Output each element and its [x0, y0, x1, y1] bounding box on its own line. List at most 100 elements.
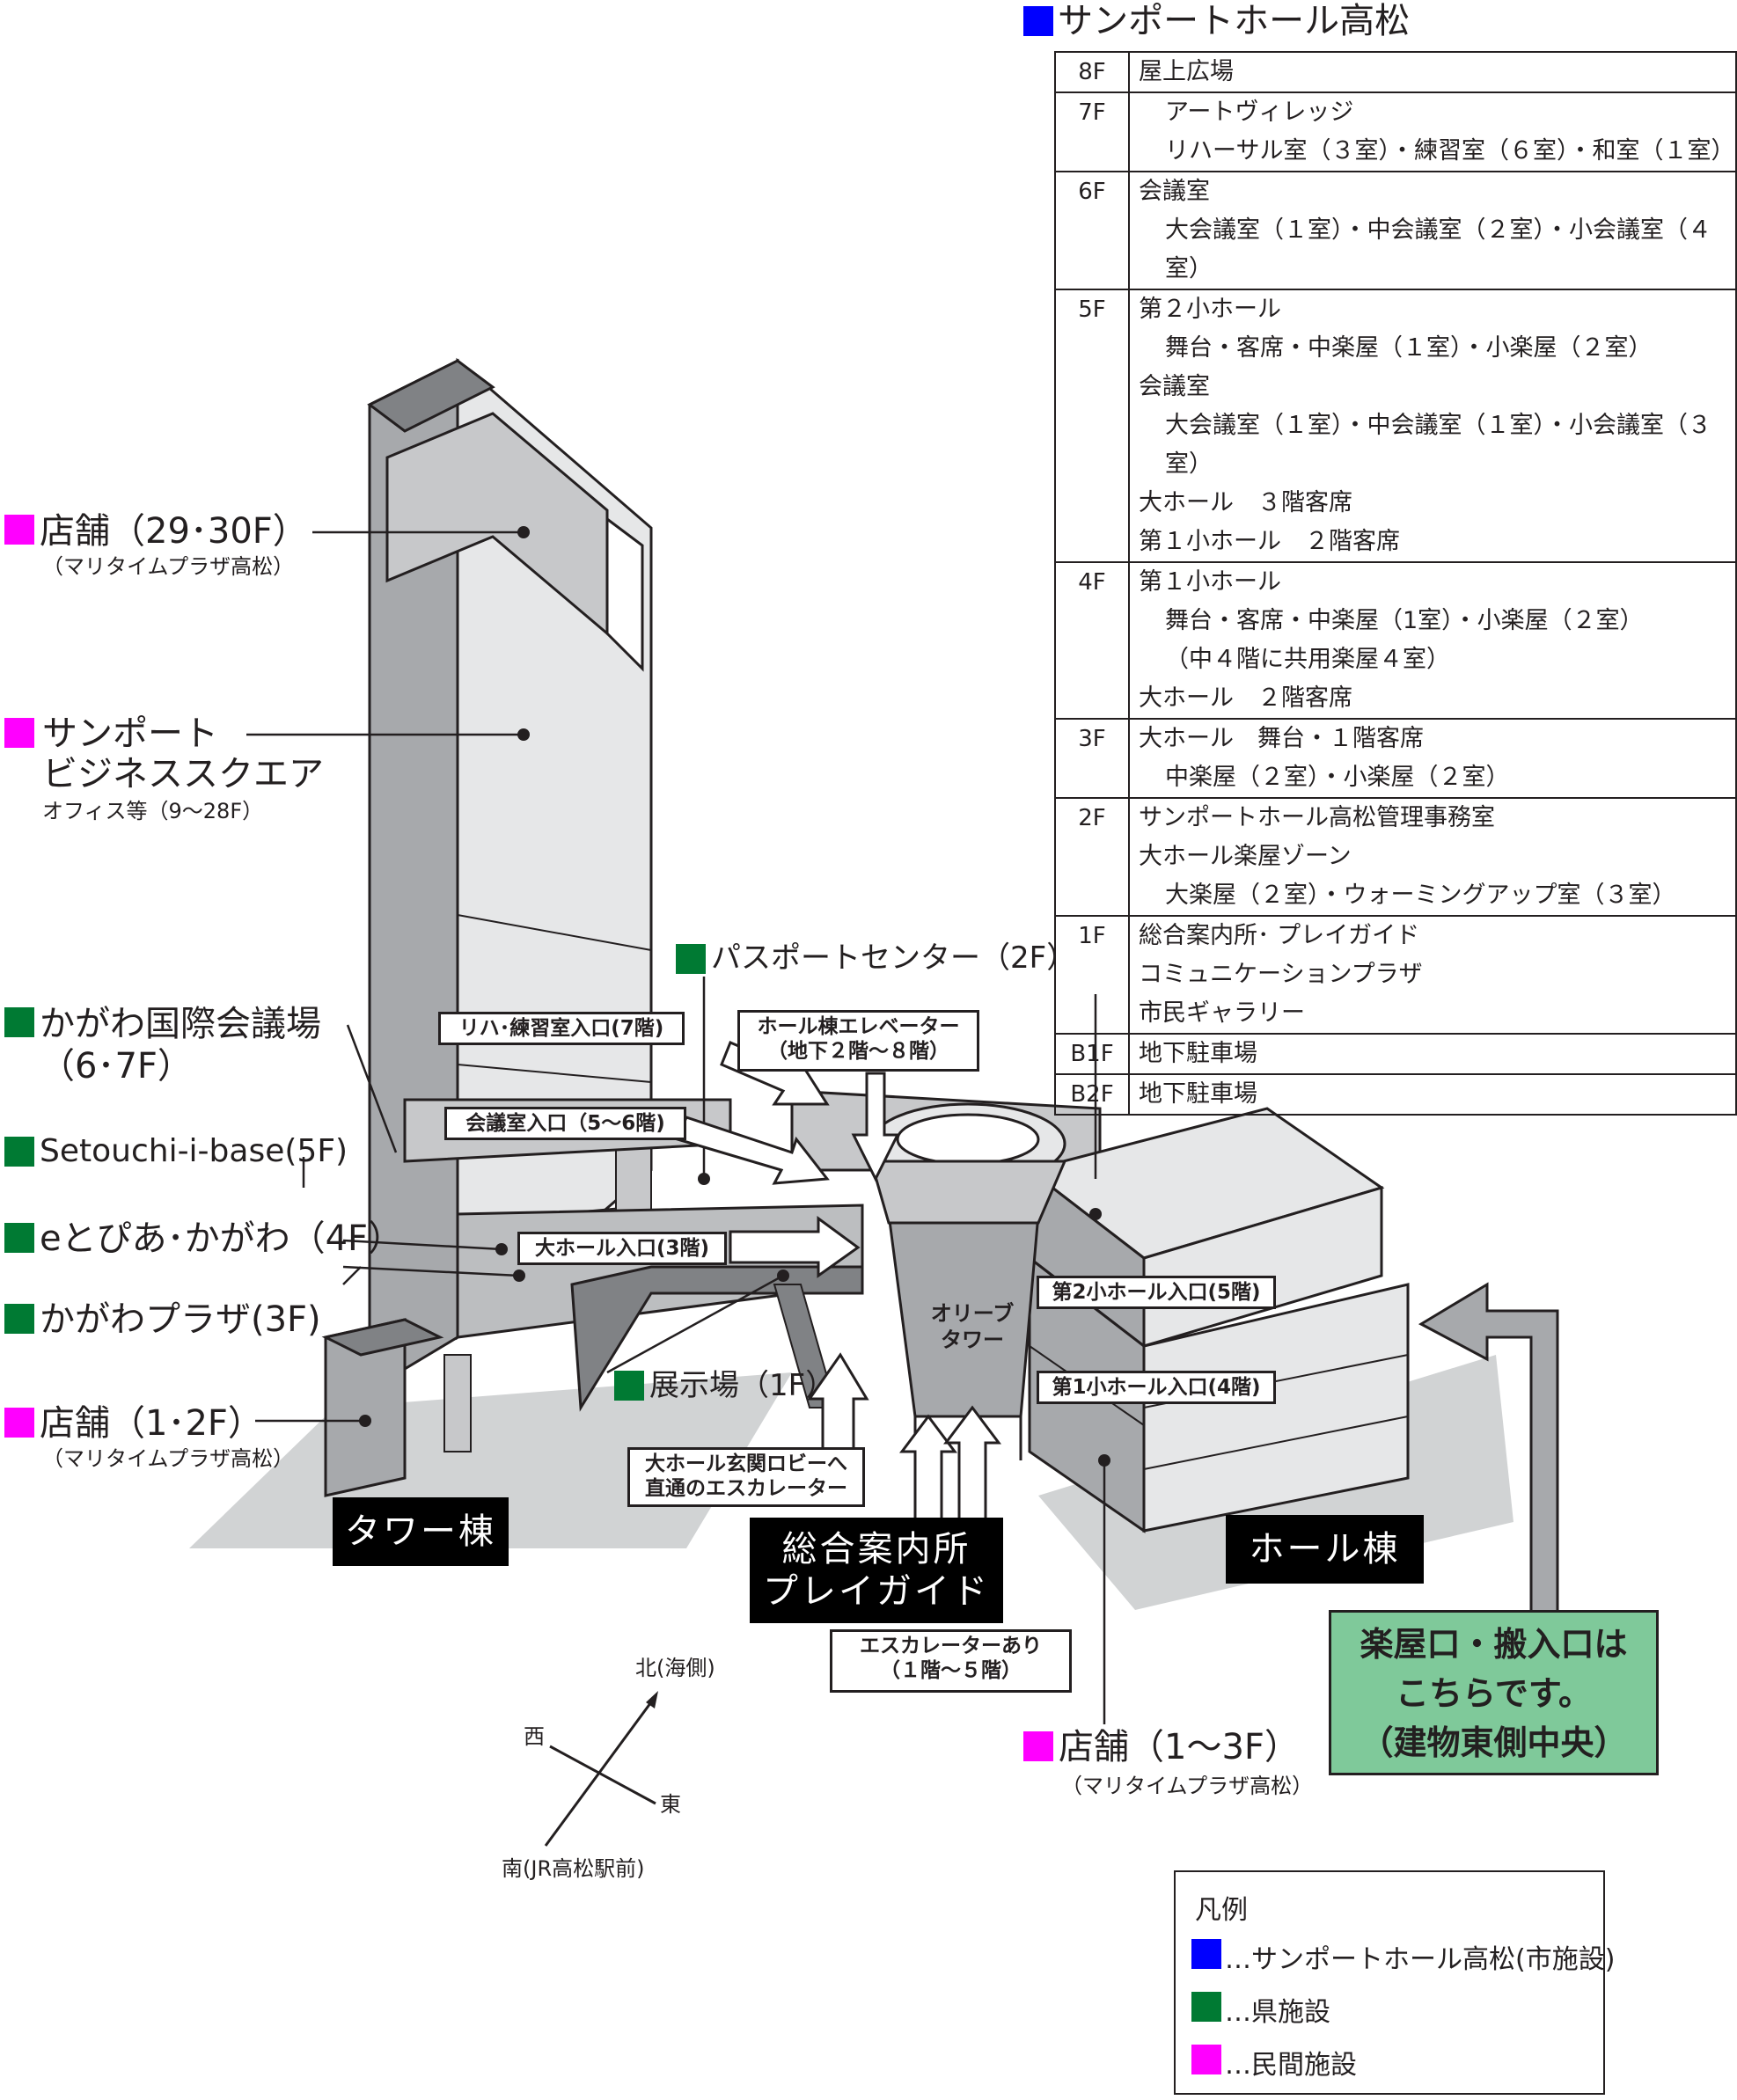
prefecture-color-square [614, 1371, 644, 1401]
floor-number: 3F [1054, 718, 1130, 799]
floor-facilities: 第２小ホール舞台・客席・中楽屋（１室）・小楽屋（２室） 会議室大会議室（１室）・中… [1128, 289, 1737, 563]
olive-tower-top-ring [896, 1113, 1040, 1166]
compass-east: 東 [660, 1792, 681, 1817]
info-center-label: 総合案内所 プレイガイド [750, 1518, 1003, 1623]
arrow-escalator-lobby [807, 1352, 869, 1453]
legend-city-item: …サンポートホール高松(市施設) [1225, 1944, 1616, 1975]
escalator-lobby-label: 大ホール玄関ロビーへ 直通のエスカレーター [627, 1447, 865, 1507]
tower-roof [367, 359, 495, 433]
floor-facility-line: 大ホール楽屋ゾーン [1139, 843, 1352, 870]
business-title-1: サンポート [42, 713, 218, 754]
floor-facility-line: コミュニケーションプラザ [1139, 961, 1423, 988]
floor-facilities: サンポートホール高松管理事務室大ホール楽屋ゾーン大楽屋（２室）・ウォーミングアッ… [1128, 797, 1737, 917]
floor-facility-line: 第２小ホール [1139, 296, 1281, 323]
shop-bottom-title: 店舗（1･2F） [40, 1403, 263, 1444]
floor-facility-line: 大ホール 舞台・１階客席 [1139, 725, 1424, 752]
floor-facility-line: 会議室 [1139, 373, 1210, 400]
floor-row: B2F 地下駐車場 [1054, 1073, 1737, 1116]
floor-facility-line: 大会議室（１室）・中会議室（１室）・小会議室（３室） [1165, 412, 1711, 478]
floor-facility-line: 大ホール ３階客席 [1139, 489, 1352, 516]
sho1-entrance-label: 第1小ホール入口(4階) [1037, 1371, 1276, 1404]
escalator-note-label: エスカレーターあり （１階～５階） [830, 1629, 1072, 1693]
setouchi-label: Setouchi-i-base(5F) [40, 1133, 348, 1169]
floor-number: 7F [1054, 91, 1130, 172]
private-color-square [4, 718, 34, 748]
prefecture-color-square [4, 1137, 34, 1167]
legend: 凡例 …サンポートホール高松(市施設) …県施設 …民間施設 [1174, 1870, 1615, 2095]
arrow-info-1 [899, 1414, 957, 1524]
legend-prefecture-item: …県施設 [1225, 1997, 1330, 2028]
shop-hall-title: 店舗（1～3F） [1059, 1727, 1300, 1767]
private-color-square [4, 1408, 34, 1438]
legend-private-item: …民間施設 [1225, 2050, 1357, 2081]
private-color-square [1023, 1731, 1053, 1761]
floor-facility-line: 地下駐車場 [1139, 1080, 1257, 1108]
private-color-square [4, 515, 34, 545]
floor-facility-line: 第１小ホール [1139, 568, 1281, 596]
floor-facility-line: 舞台・客席・中楽屋（1室）・小楽屋（２室） [1165, 607, 1644, 634]
arrow-backstage [1418, 1282, 1559, 1621]
compass-north-arrowhead [646, 1691, 658, 1709]
passport-label: パスポートセンター（2F） [711, 940, 1077, 976]
arrow-info-2 [943, 1405, 1001, 1524]
floor-facilities: 総合案内所･ プレイガイドコミュニケーションプラザ市民ギャラリー [1128, 915, 1737, 1035]
floor-facility-line: 舞台・客席・中楽屋（１室）・小楽屋（２室） [1165, 334, 1653, 362]
floor-facility-line: リハーサル室（３室）・練習室（６室）・和室（１室） [1165, 137, 1735, 165]
hall-header: サンポートホール高松 [1023, 2, 1410, 40]
legend-title: 凡例 [1195, 1895, 1248, 1926]
arrow-kaigi [675, 1116, 830, 1185]
floor-facilities: アートヴィレッジリハーサル室（３室）・練習室（６室）・和室（１室） [1128, 91, 1737, 172]
kokusai-title-1: かがわ国際会議場 [40, 1004, 321, 1044]
shop-hall-sub: （マリタイムプラザ高松） [1061, 1774, 1314, 1798]
legend-city-square [1191, 1939, 1221, 1969]
floor-facility-line: 市民ギャラリー [1139, 999, 1305, 1027]
floor-number: 4F [1054, 561, 1130, 720]
arrow-elevator [851, 1072, 900, 1182]
floor-facilities: 第１小ホール舞台・客席・中楽屋（1室）・小楽屋（２室）（中４階に共用楽屋４室）大… [1128, 561, 1737, 720]
floor-facility-line: 第１小ホール ２階客席 [1139, 528, 1400, 555]
floor-number: 8F [1054, 51, 1130, 93]
exhibit-label: 展示場（1F） [649, 1368, 836, 1403]
floor-number: B2F [1054, 1073, 1130, 1116]
floor-facilities: 地下駐車場 [1128, 1073, 1737, 1116]
legend-private-square [1191, 2045, 1221, 2074]
bridge [570, 1265, 864, 1412]
floor-facility-line: 会議室 [1139, 178, 1210, 205]
prefecture-color-square [4, 1007, 34, 1037]
floor-facilities: 会議室大会議室（１室）・中会議室（２室）・小会議室（４室） [1128, 171, 1737, 290]
shop-top-title: 店舗（29･30F） [40, 511, 308, 552]
olive-tower-cone [869, 1160, 1067, 1225]
floor-facility-line: サンポートホール高松管理事務室 [1139, 804, 1495, 831]
reha-entrance-label: リハ･練習室入口(7階) [438, 1012, 685, 1045]
floor-facilities: 地下駐車場 [1128, 1033, 1737, 1075]
arrow-daihall [729, 1216, 861, 1278]
floor-number: 1F [1054, 915, 1130, 1035]
floor-facilities: 屋上広場 [1128, 51, 1737, 93]
kaigi-entrance-label: 会議室入口（5～6階) [444, 1107, 686, 1140]
elevator-label: ホール棟エレベーター （地下２階～８階） [737, 1010, 979, 1072]
backstage-note: 楽屋口・搬入口は こちらです。 （建物東側中央） [1329, 1610, 1659, 1775]
tower-pillar [443, 1354, 472, 1452]
floor-facility-line: （中４階に共用楽屋４室） [1165, 646, 1450, 673]
shop-bottom-sub: （マリタイムプラザ高松） [42, 1446, 295, 1471]
prefecture-color-square [4, 1304, 34, 1334]
business-sub: オフィス等（9～28F） [42, 799, 264, 823]
shop-top-sub: （マリタイムプラザ高松） [42, 554, 295, 579]
prefecture-color-square [676, 944, 706, 974]
sho2-entrance-label: 第2小ホール入口(5階) [1037, 1276, 1276, 1309]
plaza-label: かがわプラザ(3F) [40, 1299, 321, 1340]
kokusai-title-2: （6･7F） [40, 1046, 193, 1087]
etopia-label: eとぴあ･かがわ（4F） [40, 1218, 404, 1259]
floor-number: 6F [1054, 171, 1130, 290]
olive-tower-label: オリーブ タワー [930, 1301, 1015, 1352]
floor-facility-line: 総合案内所･ プレイガイド [1139, 922, 1420, 949]
hall-building-label: ホール棟 [1226, 1515, 1424, 1584]
floor-facility-line: 大楽屋（２室）・ウォーミングアップ室（３室） [1165, 882, 1676, 909]
